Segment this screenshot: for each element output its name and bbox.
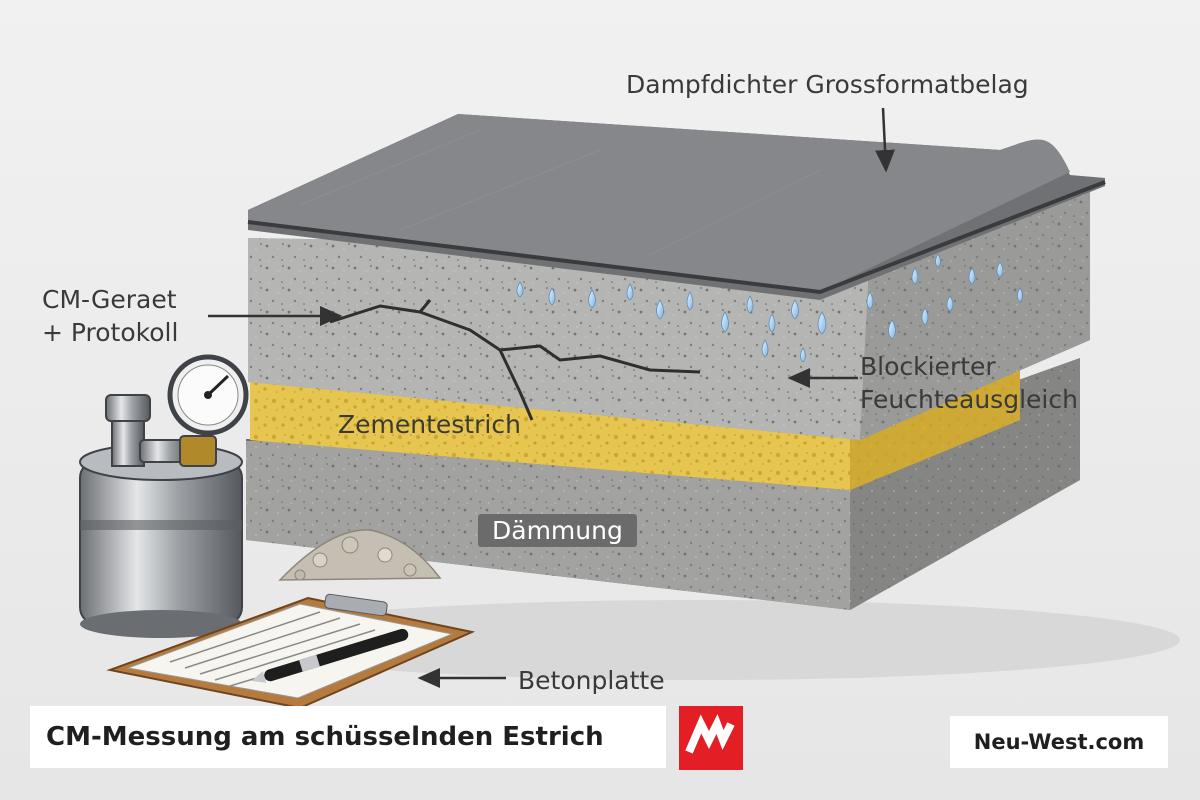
site-link[interactable]: Neu-West.com bbox=[950, 716, 1168, 768]
neu-west-logo-icon[interactable] bbox=[679, 706, 743, 770]
label-insulation: Dämmung bbox=[478, 514, 637, 547]
label-cm-line1: CM-Geraet bbox=[42, 283, 178, 316]
label-cement-screed: Zementestrich bbox=[338, 408, 521, 441]
label-cm-line2: + Protokoll bbox=[42, 316, 178, 349]
label-vapour-tight-covering: Dampfdichter Grossformatbelag bbox=[626, 68, 1029, 101]
cm-device-icon bbox=[80, 357, 246, 638]
label-blocked-moisture: Blockierter Feuchteausgleich bbox=[860, 350, 1078, 416]
label-cm-device: CM-Geraet + Protokoll bbox=[42, 283, 178, 349]
label-block-line1: Blockierter bbox=[860, 350, 1078, 383]
caption-title: CM-Messung am schüsselnden Estrich bbox=[30, 706, 666, 768]
logo-glyph bbox=[679, 706, 743, 770]
label-block-line2: Feuchteausgleich bbox=[860, 383, 1078, 416]
label-concrete-slab: Betonplatte bbox=[518, 664, 665, 697]
